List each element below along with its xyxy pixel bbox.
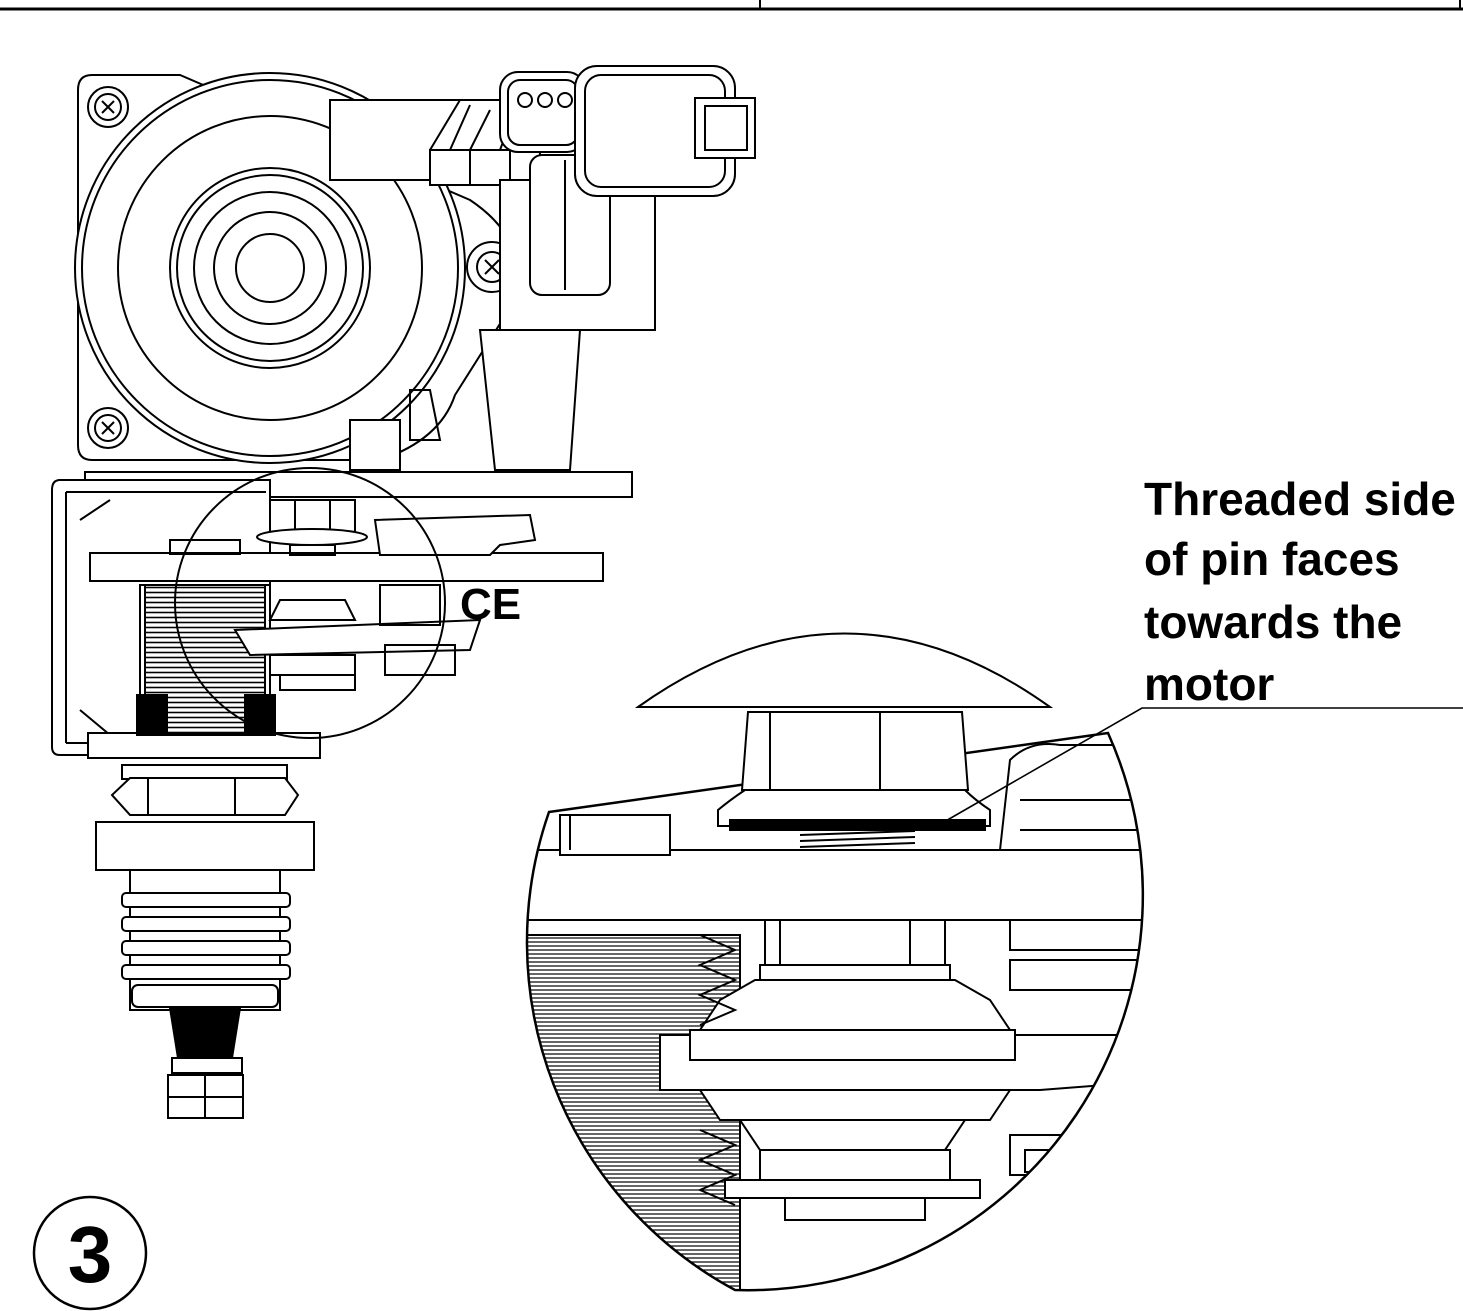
gearbox-housing xyxy=(329,99,661,471)
pin-nut xyxy=(233,499,482,691)
step-number: 3 xyxy=(68,1210,113,1299)
callout-line-1: Threaded side xyxy=(1144,473,1456,525)
ce-marking: CE xyxy=(460,580,521,629)
screw-icon xyxy=(87,86,129,128)
page-frame xyxy=(0,0,1463,11)
lower-fastener-stack xyxy=(95,764,315,1119)
screw-icon xyxy=(87,407,129,449)
detail-view xyxy=(525,632,1145,1292)
bracket-tab xyxy=(373,513,537,556)
callout-line-4: motor xyxy=(1144,658,1274,710)
callout-line-3: towards the xyxy=(1144,596,1402,648)
callout-text: Threaded side of pin faces towards the m… xyxy=(1144,473,1456,710)
pin-thread-icon xyxy=(799,830,916,848)
detail-circle xyxy=(174,467,446,739)
step-number-circle xyxy=(32,1195,148,1311)
threaded-stud xyxy=(136,584,276,736)
callout-line-2: of pin faces xyxy=(1144,533,1400,585)
callout-leader-line xyxy=(929,707,1463,831)
electrical-connector xyxy=(499,65,756,197)
